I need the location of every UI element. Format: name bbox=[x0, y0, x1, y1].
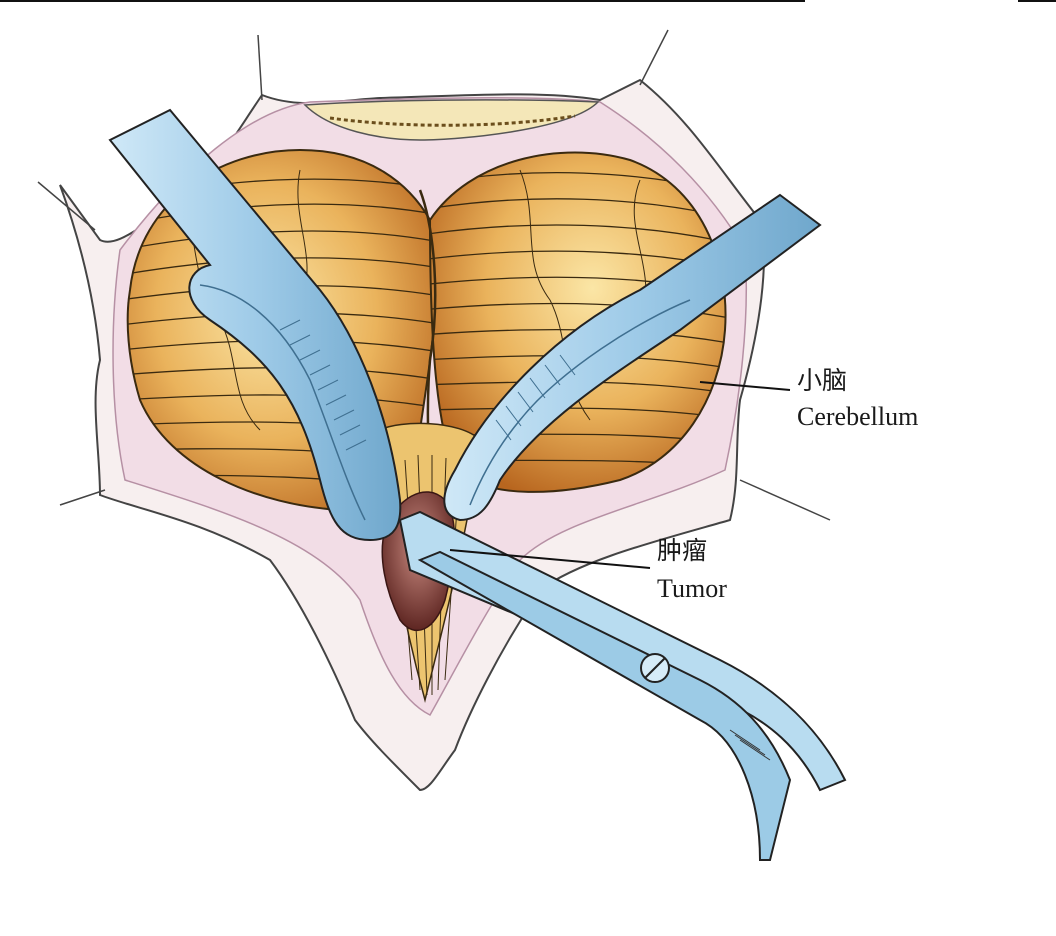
tumor-leader-line bbox=[449, 549, 651, 569]
left-retractor-inner-edge bbox=[199, 284, 366, 521]
right-retractor bbox=[443, 193, 822, 522]
top-rule-right bbox=[1018, 0, 1056, 2]
bone-edge bbox=[303, 99, 600, 141]
tumor-label-zh: 肿瘤 bbox=[657, 536, 708, 565]
cerebellum-label-en: Cerebellum bbox=[797, 402, 919, 431]
forceps-screw-slot bbox=[644, 657, 666, 679]
skin-hook-lines bbox=[37, 29, 831, 521]
bone-edge-texture bbox=[329, 114, 576, 127]
top-rule-left bbox=[0, 0, 805, 2]
left-retractor-hatching bbox=[279, 319, 367, 451]
tumor-label-en: Tumor bbox=[657, 574, 727, 603]
left-retractor bbox=[108, 108, 402, 542]
right-retractor-inner-edge bbox=[469, 299, 691, 506]
cerebellum-label-zh: 小脑 bbox=[797, 366, 848, 395]
forceps-lower-arm bbox=[417, 550, 792, 861]
right-retractor-hatching bbox=[495, 354, 576, 441]
forceps-grip-hatching bbox=[729, 729, 771, 761]
cerebellum-leader-line bbox=[699, 381, 791, 391]
